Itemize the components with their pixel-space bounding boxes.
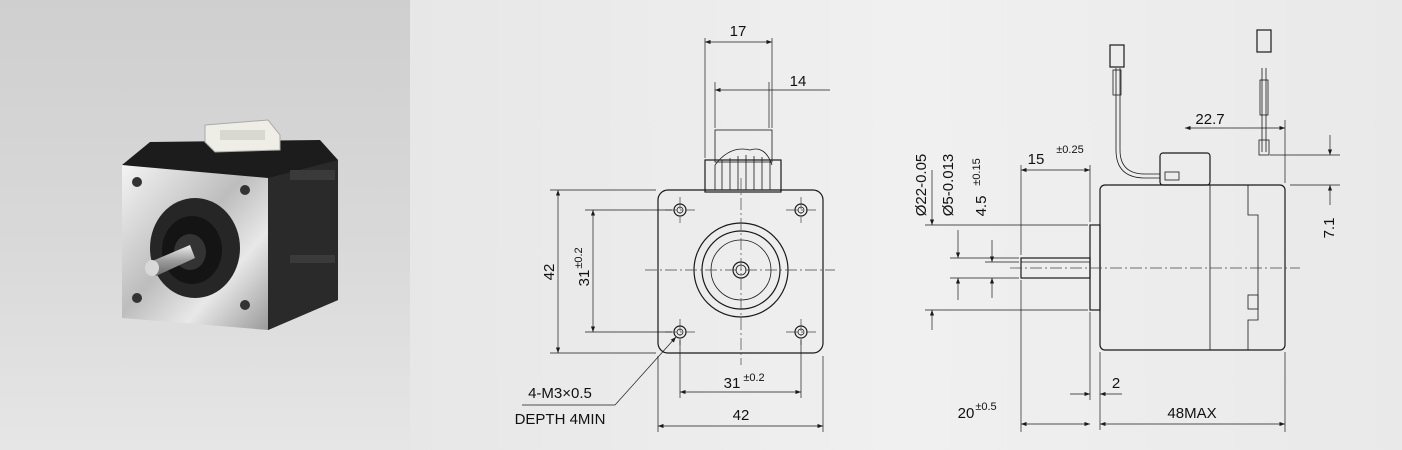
technical-drawing-panel: 17 14 42 31 ±0.2 (410, 0, 1402, 450)
dim-hole-pitch-v-tol: ±0.2 (573, 247, 585, 268)
dim-hole-pitch-v-label: 31 (576, 270, 593, 287)
dim-connector-outer-label: 17 (730, 23, 747, 40)
dim-connector-pos-label: 22.7 (1195, 111, 1224, 128)
dim-height-label: 42 (541, 264, 558, 281)
dim-flat-label: 4.5 (973, 196, 990, 217)
dim-connector-height-label: 7.1 (1321, 218, 1338, 239)
side-view: 22.7 7.1 15 ±0.25 Ø22-0.05 (913, 29, 1340, 432)
dim-boss-len-label: 2 (1112, 375, 1120, 392)
stepper-motor-photo (122, 119, 338, 330)
dim-shaft-len-tol: ±0.5 (975, 401, 996, 413)
dimension-drawing: 17 14 42 31 ±0.2 (515, 23, 1340, 432)
hole-note-line2: DEPTH 4MIN (515, 411, 606, 428)
dim-shaft-len-label: 20 (958, 405, 975, 422)
dim-boss-dia-label: Ø22-0.05 (913, 154, 930, 217)
motor-photo-panel (0, 0, 410, 450)
dim-shaft-dia-label: Ø5-0.013 (940, 154, 957, 217)
dim-hole-pitch-h-label: 31 (724, 375, 741, 392)
dim-width-label: 42 (733, 407, 750, 424)
hole-note-line1: 4-M3×0.5 (528, 385, 592, 402)
front-view: 17 14 42 31 ±0.2 (515, 23, 835, 432)
dim-hole-pitch-h-tol: ±0.2 (743, 372, 764, 384)
dim-flat-len-label: 15 (1028, 151, 1045, 168)
dim-body-len-label: 48MAX (1167, 405, 1216, 422)
dim-connector-inner-label: 14 (790, 73, 807, 90)
dim-flat-tol: ±0.15 (971, 158, 983, 185)
dim-flat-len-tol: ±0.25 (1056, 144, 1083, 156)
